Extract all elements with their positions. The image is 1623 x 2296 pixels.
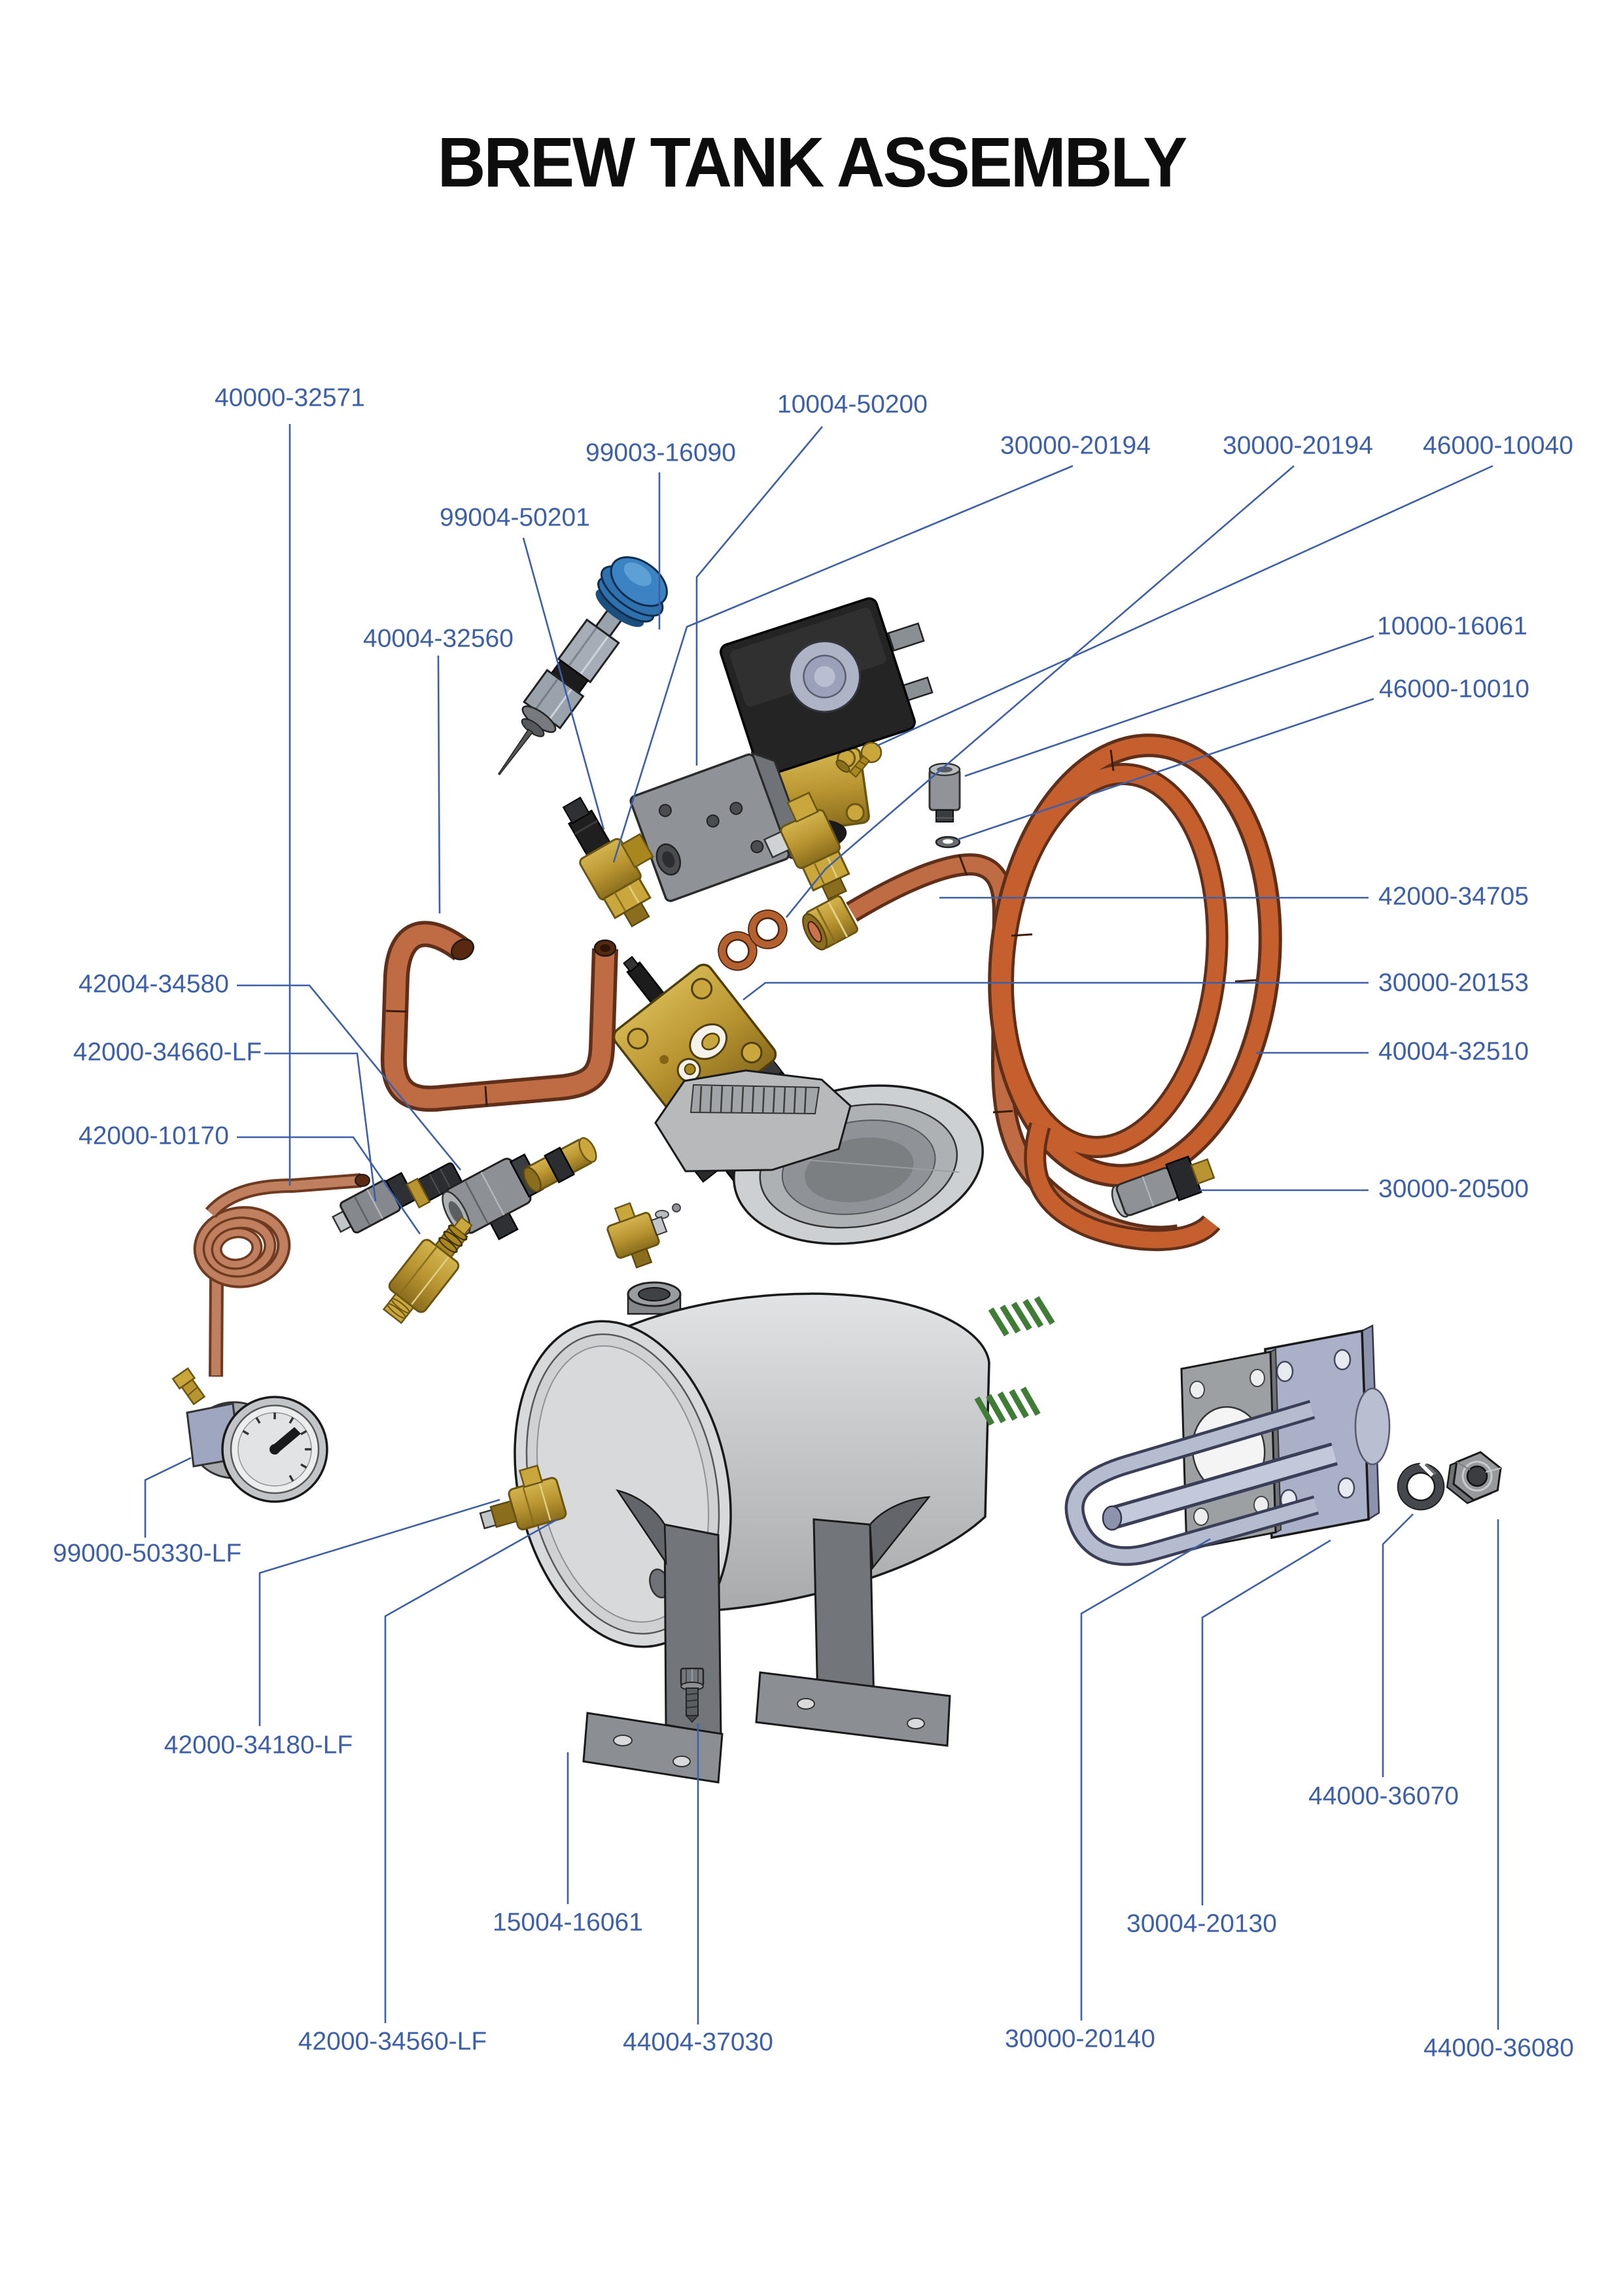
leader-line-brass-elbow-left	[612, 465, 1073, 863]
leader-line-brass-check-valve	[237, 1136, 421, 1235]
part-label-seal-washer-tiny: 46000-10010	[1379, 675, 1529, 703]
part-label-pressure-switch: 30000-20500	[1378, 1174, 1529, 1203]
brass-tee-tank-port	[606, 1202, 668, 1269]
cylinder-plug	[928, 762, 961, 822]
lock-washer	[1397, 1460, 1445, 1511]
heating-element-assembly	[1064, 1324, 1391, 1566]
leader-line-mounting-screw-small	[876, 465, 1493, 747]
leader-line-seal-washer-tiny	[957, 698, 1374, 841]
leader-line-copper-u-pipe	[437, 655, 441, 914]
leader-line-gray-tee-fitting	[237, 984, 462, 1171]
brass-straight-fitting	[523, 1137, 597, 1193]
part-label-copper-coil-ring: 40004-32510	[1378, 1037, 1529, 1065]
spring-green-lower	[974, 1386, 1041, 1426]
part-label-cylinder-plug: 10000-16061	[1377, 612, 1527, 640]
hex-screw	[680, 1667, 705, 1723]
leader-line-sealing-orings	[785, 465, 1295, 918]
part-label-brass-elbow-tank: 42000-34180-LF	[164, 1731, 353, 1759]
part-label-element-flange: 30004-20130	[1126, 1909, 1277, 1937]
leader-line-brass-elbow-tank	[258, 1498, 500, 1726]
part-label-relief-valve-stem: 99003-16090	[585, 438, 736, 467]
part-label-tank-mounting-foot: 15004-16061	[493, 1908, 643, 1936]
sealing-orings	[718, 910, 788, 971]
tank-mounting-foot-left	[582, 1489, 724, 1784]
leader-line-element-flange	[1201, 1539, 1331, 1905]
compression-fitting-gray	[331, 1172, 417, 1234]
part-label-brass-elbow-left: 30000-20194	[1000, 431, 1151, 459]
part-label-sealing-orings: 30000-20194	[1223, 431, 1373, 459]
heating-element	[1064, 1400, 1338, 1566]
brass-elbow-left	[562, 796, 654, 928]
copper-coil-ring	[988, 733, 1282, 1252]
part-label-mounting-screw-small: 46000-10040	[1423, 431, 1573, 459]
leader-line-heating-element-gasket	[1080, 1538, 1211, 2021]
leader-line-tank-drain-fitting	[384, 1518, 558, 2023]
part-annotations: 40000-32571 10004-50200 99003-16090 30000-2…	[53, 383, 1574, 2062]
tank-top-port	[627, 1281, 682, 1315]
page-title: BREW TANK ASSEMBLY	[437, 122, 1188, 202]
part-label-pressure-gauge: 99000-50330-LF	[53, 1539, 241, 1567]
brass-elbow-right	[763, 791, 850, 900]
pressure-gauge	[171, 1367, 328, 1503]
gauge-stem	[171, 1367, 206, 1405]
tank-mounting-foot-right	[755, 1496, 951, 1747]
part-label-copper-u-pipe: 40004-32560	[363, 624, 514, 652]
part-label-solenoid-manifold: 10004-50200	[777, 390, 928, 418]
copper-pigtail-siphon-tube	[193, 1173, 370, 1377]
part-label-gray-tee-fitting: 42004-34580	[79, 970, 229, 998]
part-label-valve-packing-nut: 99004-50201	[440, 503, 590, 531]
part-label-brass-check-valve: 42000-10170	[79, 1122, 229, 1150]
leader-line-cylinder-plug	[964, 635, 1374, 777]
leader-line-brew-solenoid-valve	[742, 981, 1369, 1001]
part-label-lock-washer: 44000-36070	[1308, 1782, 1459, 1810]
spring-green-upper	[988, 1296, 1055, 1337]
copper-u-pipe	[380, 921, 618, 1112]
pressure-switch	[1111, 1155, 1215, 1218]
seal-washer-tiny	[935, 836, 961, 849]
leader-line-solenoid-manifold	[695, 426, 823, 766]
leader-line-lock-washer	[1382, 1513, 1414, 1777]
brass-check-valve	[382, 1216, 473, 1324]
leader-line-pressure-gauge	[144, 1457, 192, 1538]
brew-tank	[514, 1069, 1055, 1784]
hex-nut	[1446, 1451, 1502, 1504]
leader-line-compression-fitting-gray	[264, 1052, 377, 1202]
part-label-copper-pigtail-siphon-tube: 40000-32571	[215, 383, 365, 412]
part-label-heating-element-gasket: 30000-20140	[1005, 2024, 1155, 2053]
part-label-hex-screw: 44004-37030	[623, 2028, 773, 2056]
mounting-screw-small	[835, 741, 882, 778]
part-label-compression-fitting-gray: 42000-34660-LF	[73, 1038, 262, 1066]
part-label-copper-inlet-tube: 42000-34705	[1378, 882, 1529, 910]
part-label-brew-solenoid-valve: 30000-20153	[1378, 968, 1529, 997]
part-label-hex-nut: 44000-36080	[1423, 2034, 1574, 2062]
part-label-tank-drain-fitting: 42000-34560-LF	[298, 2027, 487, 2055]
relief-valve-assembly	[497, 556, 668, 775]
leader-line-valve-packing-nut	[522, 537, 605, 830]
brass-elbow-tank	[479, 1464, 567, 1530]
